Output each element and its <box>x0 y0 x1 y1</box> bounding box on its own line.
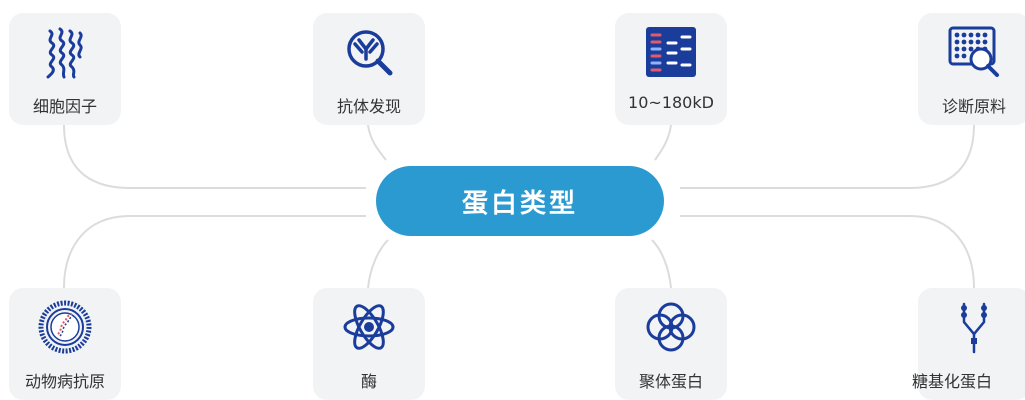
connector-top-left <box>63 124 366 189</box>
tile-label: 诊断原料 <box>941 97 1006 116</box>
tile-label: 10~180kD <box>628 93 714 112</box>
connector-bottom-left <box>63 215 366 289</box>
category-tile-antibody-discovery[interactable]: 抗体发现 <box>313 13 425 125</box>
tile-label: 动物病抗原 <box>24 372 105 391</box>
interlocking-rings-icon <box>646 302 696 352</box>
category-tile-multimer-protein[interactable]: 聚体蛋白 <box>615 288 727 400</box>
category-tile-animal-disease-antigen[interactable]: 动物病抗原 <box>9 288 121 400</box>
atom-icon <box>343 304 395 350</box>
tile-label: 酶 <box>360 372 377 391</box>
connector-bottom-mid-right <box>651 239 672 289</box>
connector-top-right <box>680 124 975 189</box>
category-tile-enzyme[interactable]: 酶 <box>313 288 425 400</box>
connector-bottom-right <box>680 215 975 289</box>
protein-types-hub: 蛋白类型 <box>376 166 664 236</box>
connector-bottom-mid-left <box>367 239 389 289</box>
protein-structure-icon <box>46 27 83 79</box>
well-plate-search-icon <box>948 26 999 77</box>
hub-title: 蛋白类型 <box>461 188 578 219</box>
tile-label: 抗体发现 <box>336 97 401 116</box>
category-tile-glycoprotein[interactable]: 糖基化蛋白 <box>912 288 1025 400</box>
gel-bands-icon <box>646 27 696 77</box>
category-tile-molecular-weight[interactable]: 10~180kD <box>615 13 727 125</box>
glycan-chain-icon <box>961 302 987 354</box>
connector-top-mid-right <box>654 124 672 161</box>
connector-top-mid-left <box>367 124 387 161</box>
category-tile-cytokine[interactable]: 细胞因子 <box>9 13 121 125</box>
tile-label: 聚体蛋白 <box>638 372 703 391</box>
tile-label: 细胞因子 <box>32 97 97 116</box>
virus-particle-icon <box>38 300 92 354</box>
antibody-search-icon <box>347 30 393 76</box>
tile-label: 糖基化蛋白 <box>912 372 993 391</box>
category-tile-diagnostic-materials[interactable]: 诊断原料 <box>918 13 1025 125</box>
